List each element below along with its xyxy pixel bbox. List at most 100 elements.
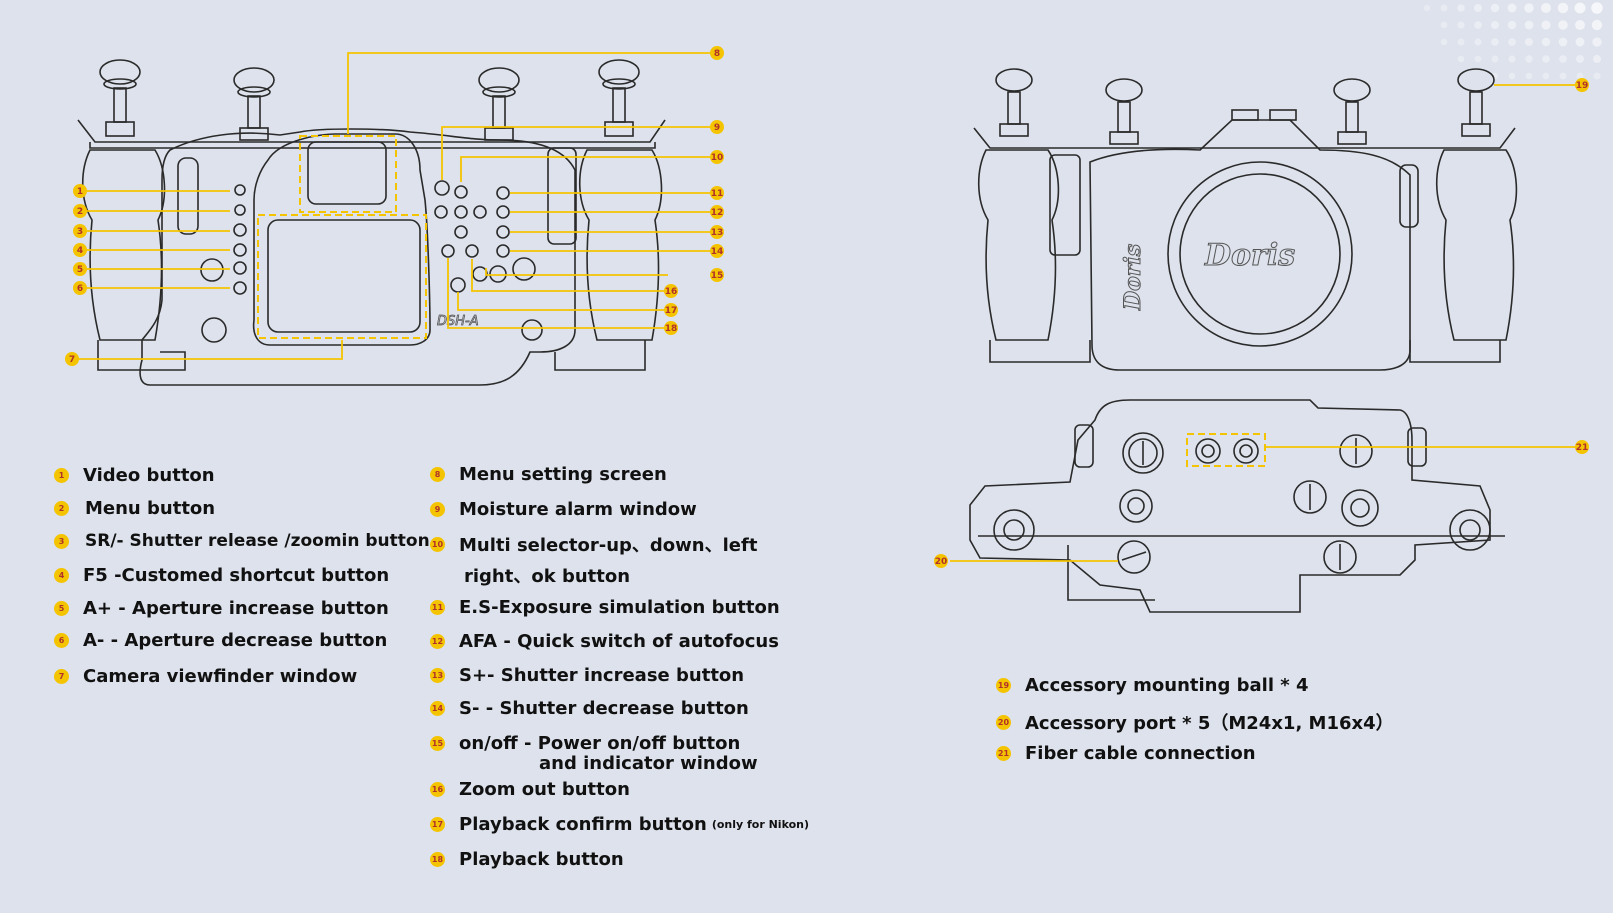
pattern-dot bbox=[1474, 38, 1482, 46]
svg-text:10: 10 bbox=[711, 153, 724, 163]
badge: 9 bbox=[430, 502, 445, 517]
mounting-ball-right-2 bbox=[1105, 78, 1143, 145]
pattern-dot bbox=[1592, 37, 1602, 47]
svg-text:6: 6 bbox=[77, 284, 83, 294]
svg-text:9: 9 bbox=[714, 123, 720, 133]
badge: 8 bbox=[430, 467, 445, 482]
legend-text: Camera viewfinder window bbox=[83, 666, 358, 687]
mounting-ball-left-4 bbox=[598, 59, 640, 137]
pattern-dot bbox=[1474, 55, 1482, 63]
legend-text: Menu button bbox=[85, 498, 216, 519]
legend-text: S+- Shutter increase button bbox=[459, 665, 745, 686]
fiber-cable-box bbox=[1186, 433, 1266, 467]
svg-text:8: 8 bbox=[714, 49, 720, 59]
pattern-dot bbox=[1524, 37, 1534, 47]
svg-text:4: 4 bbox=[77, 246, 83, 256]
svg-text:3: 3 bbox=[77, 227, 83, 237]
menu-screen-box bbox=[299, 135, 397, 213]
svg-text:5: 5 bbox=[77, 265, 83, 275]
badge: 12 bbox=[430, 634, 445, 649]
pattern-dot bbox=[1457, 38, 1465, 46]
legend-item-2: 2 Menu button bbox=[54, 498, 215, 519]
legend-text: Fiber cable connection bbox=[1025, 743, 1256, 764]
svg-text:2: 2 bbox=[77, 207, 83, 217]
mounting-ball-right-3 bbox=[1333, 78, 1371, 145]
pattern-dot bbox=[1591, 2, 1603, 14]
pattern-dot bbox=[1525, 55, 1533, 63]
pattern-dot bbox=[1541, 20, 1551, 30]
badge: 10 bbox=[430, 536, 445, 552]
svg-text:13: 13 bbox=[711, 228, 724, 238]
pattern-dot bbox=[1558, 20, 1568, 30]
pattern-dot bbox=[1508, 55, 1516, 63]
badge: 18 bbox=[430, 852, 445, 867]
pattern-dot bbox=[1542, 72, 1550, 80]
pattern-dot bbox=[1576, 72, 1584, 80]
legend-item-18: 18 Playback button bbox=[430, 849, 624, 870]
pattern-dot bbox=[1507, 3, 1517, 13]
badge-9: 9 bbox=[710, 120, 724, 134]
pattern-dot bbox=[1491, 55, 1499, 63]
legend-text: on/off - Power on/off button bbox=[459, 733, 741, 754]
badge-20: 20 bbox=[934, 554, 948, 568]
pattern-dot bbox=[1575, 37, 1585, 47]
pattern-dot bbox=[1457, 55, 1465, 63]
badge-19: 19 bbox=[1575, 78, 1589, 92]
viewfinder-box bbox=[257, 214, 427, 339]
legend-text: S- - Shutter decrease button bbox=[459, 698, 749, 719]
badge: 4 bbox=[54, 568, 69, 583]
brand-logo-lens: Doris bbox=[1204, 238, 1295, 273]
badge-17: 17 bbox=[664, 303, 678, 317]
callout-lines-left bbox=[74, 52, 712, 360]
legend-text: Moisture alarm window bbox=[459, 499, 697, 520]
badge: 11 bbox=[430, 600, 445, 615]
legend-text: Playback button bbox=[459, 849, 624, 870]
badge: 6 bbox=[54, 633, 69, 648]
pattern-dot bbox=[1440, 21, 1448, 29]
badge: 16 bbox=[430, 782, 445, 797]
badge-4: 4 bbox=[73, 243, 87, 257]
pattern-dot bbox=[1541, 3, 1551, 13]
mounting-ball-left-3 bbox=[478, 67, 520, 141]
pattern-dot bbox=[1440, 4, 1448, 12]
legend-item-10: 10 Multi selector-up、down、left bbox=[430, 531, 757, 557]
legend-text: Accessory mounting ball * 4 bbox=[1025, 675, 1309, 696]
badge-7: 7 bbox=[65, 352, 79, 366]
pattern-dot bbox=[1575, 20, 1585, 30]
svg-text:17: 17 bbox=[665, 306, 678, 316]
front-view-housing bbox=[973, 68, 1518, 371]
badge: 15 bbox=[430, 736, 445, 751]
pattern-dot bbox=[1559, 55, 1567, 63]
badge: 17 bbox=[430, 817, 445, 832]
fiber-port-1 bbox=[1195, 438, 1221, 464]
mounting-ball-right-1 bbox=[995, 68, 1033, 137]
legend-text: right、ok button bbox=[464, 566, 631, 587]
legend-text: F5 -Customed shortcut button bbox=[83, 565, 390, 586]
badge-12: 12 bbox=[710, 205, 724, 219]
legend-item-15-line2: and indicator window bbox=[539, 753, 758, 774]
pattern-dot bbox=[1508, 38, 1516, 46]
legend-text: Video button bbox=[83, 465, 215, 486]
legend-text: Accessory port * 5（M24x1, M16x4） bbox=[1025, 713, 1394, 734]
badge: 2 bbox=[54, 501, 69, 516]
legend-text: and indicator window bbox=[539, 753, 758, 774]
legend-item-9: 9 Moisture alarm window bbox=[430, 499, 697, 520]
legend-text: Multi selector-up、down、left bbox=[459, 535, 758, 556]
svg-text:16: 16 bbox=[665, 287, 678, 297]
legend-text: A+ - Aperture increase button bbox=[83, 598, 389, 619]
svg-text:7: 7 bbox=[69, 355, 75, 365]
mounting-ball-left-2 bbox=[233, 67, 275, 141]
badge-1: 1 bbox=[73, 184, 87, 198]
pattern-dot bbox=[1591, 19, 1603, 31]
pattern-dot bbox=[1423, 4, 1431, 12]
pattern-dot bbox=[1541, 37, 1551, 47]
